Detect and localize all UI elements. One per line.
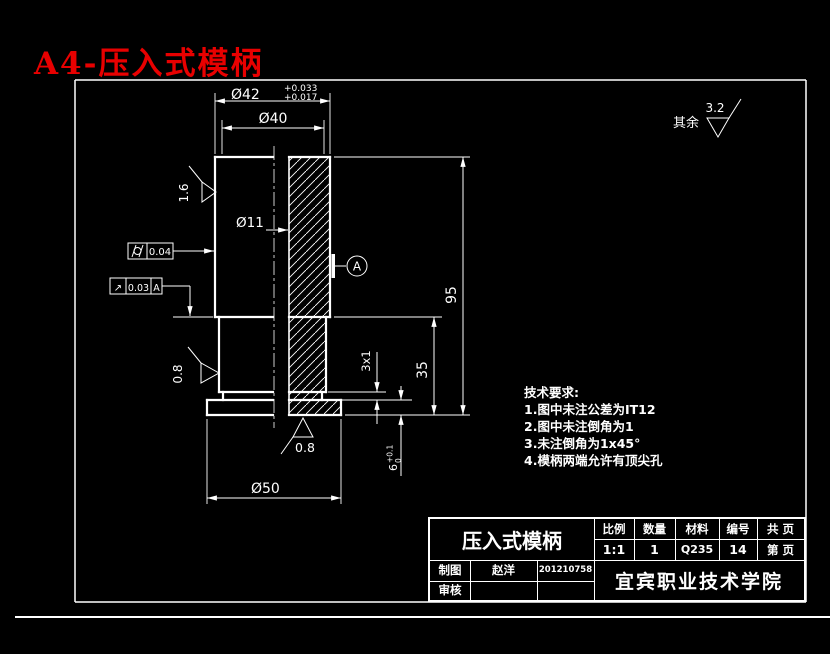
dim-d50: Ø50 [251, 481, 280, 497]
tech-req-item-3: 3.未注倒角为1x45° [524, 436, 641, 451]
general-roughness-value: 3.2 [705, 101, 724, 115]
dim-95: 95 [444, 286, 460, 304]
gdt-texts: 0.04 ↗ 0.03 A [114, 247, 171, 294]
tb-drawn-number: 201210758 [538, 565, 593, 576]
extension-lines [173, 93, 470, 504]
dim-d42-tol-upper: +0.033 [284, 84, 317, 94]
tech-req-item-2: 2.图中未注倒角为1 [524, 419, 634, 434]
roughness-body-value: 1.6 [177, 183, 191, 202]
general-roughness-label: 其余 [673, 115, 699, 131]
tb-drawn-label: 制图 [438, 563, 462, 578]
tb-value-scale: 1:1 [602, 542, 626, 557]
dim-flange-tol-lower: 0 [394, 458, 403, 463]
datum-a: A [331, 254, 368, 278]
dimension-texts: Ø42 +0.033 +0.017 Ø40 Ø11 95 35 3x1 6 +0… [231, 84, 460, 497]
datum-label: A [353, 260, 362, 274]
cylindricity-frame [127, 242, 174, 260]
runout-value: 0.03 [128, 283, 149, 294]
dim-35: 35 [415, 361, 431, 379]
dim-d11: Ø11 [236, 215, 264, 231]
roughness-symbol-general [706, 117, 730, 138]
sheet-frame [15, 79, 830, 618]
roughness-lower-value: 0.8 [171, 364, 185, 383]
tb-drawn-name: 赵洋 [492, 563, 515, 578]
section-hatch [289, 157, 341, 415]
dim-d42-tol-lower: +0.017 [284, 93, 317, 103]
tb-organization: 宜宾职业技术学院 [614, 570, 783, 593]
tb-header-qty: 数量 [643, 522, 666, 536]
tb-value-number: 14 [729, 542, 747, 557]
title-block: 压入式模柄 比例 数量 材料 编号 共 页 1:1 1 Q235 14 第 页 … [428, 517, 806, 602]
title-block-part-name: 压入式模柄 [462, 529, 562, 553]
tb-value-qty: 1 [650, 542, 659, 557]
tb-check-label: 审核 [438, 583, 462, 598]
dim-d40: Ø40 [259, 111, 288, 127]
tb-header-material: 材料 [685, 522, 709, 536]
gdt-frames [109, 242, 174, 295]
tb-value-material: Q235 [680, 543, 714, 556]
sheet-title: A4-压入式模柄 [34, 46, 264, 82]
dim-flange: 6 [387, 464, 400, 471]
tech-req-item-1: 1.图中未注公差为IT12 [524, 402, 656, 417]
runout-frame [109, 277, 163, 295]
cylindricity-value: 0.04 [149, 247, 171, 258]
tech-req-title: 技术要求: [524, 385, 579, 400]
dimension-lines [162, 98, 466, 501]
tb-value-pages: 第 页 [766, 542, 794, 557]
roughness-symbols [187, 98, 742, 455]
dim-flange-tol-upper: +0.1 [386, 445, 395, 463]
roughness-bottom-value: 0.8 [295, 440, 315, 455]
technical-requirements: 技术要求: 1.图中未注公差为IT12 2.图中未注倒角为1 3.未注倒角为1x… [524, 384, 662, 469]
roughness-symbol-body [201, 181, 217, 203]
roughness-symbol-lower [200, 362, 221, 384]
roughness-texts: 1.6 0.8 0.8 其余 3.2 [171, 101, 725, 455]
dim-groove: 3x1 [359, 350, 373, 371]
dim-d42: Ø42 [231, 87, 260, 103]
tb-header-number: 编号 [726, 522, 750, 536]
roughness-symbol-bottom [292, 416, 314, 438]
part-outline [205, 155, 343, 417]
runout-icon: ↗ [114, 283, 122, 294]
tb-header-pages: 共 页 [766, 522, 794, 536]
tb-header-scale: 比例 [602, 522, 626, 536]
runout-datum-ref: A [153, 283, 160, 294]
tech-req-item-4: 4.模柄两端允许有顶尖孔 [524, 453, 663, 468]
